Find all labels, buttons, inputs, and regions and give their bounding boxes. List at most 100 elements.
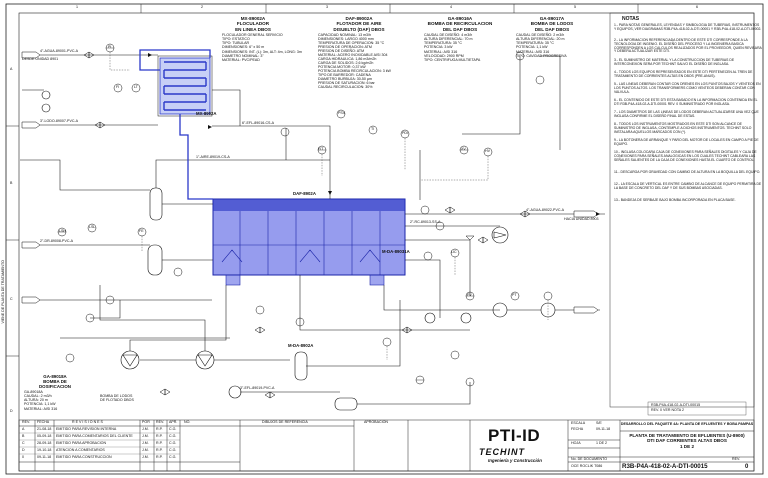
daf-spec: TEMPERATURA DE OPERACION: 35 °C (318, 41, 385, 46)
rev-col-rev: REV. (22, 420, 31, 424)
daf-spec: CARGA DE SOLIDOS: 2,6 kg/m2h (318, 61, 374, 66)
stamp-box (647, 401, 747, 416)
note-5: 5.- LAS LINEAS DEBERAN CONTAR CON DRENES… (614, 82, 761, 94)
rev-cell: EMITIDO PARA CONSTRUCCION (56, 455, 112, 459)
rev-col-date: FECHA (37, 420, 50, 424)
rev-col-by: POR (142, 420, 150, 424)
rev-cell: B (22, 434, 25, 438)
to-unit-label: HACIA UNIDAD 8903 (564, 217, 599, 221)
zone-1: 1 (76, 5, 78, 9)
sludge-pump-name-2: DE FLOTADO DBOS (100, 398, 134, 403)
rev-cell: R.P. (156, 441, 163, 445)
rev-cell: A (22, 427, 25, 431)
stamp-line-1: R3B-P4A-418-02-A-DTI-00015 (651, 403, 701, 407)
pump-feed-spec: TIPO: CAVIDAD PROGRESIVA (516, 53, 567, 58)
floc-spec: DIMENSIONES: 6" x 50 m (222, 45, 265, 50)
sludge-pump-title: GA-89018A (24, 390, 43, 394)
daf-spec: DIMENSIONES: LARGO 4000 mm (318, 37, 374, 42)
rev-cell: C (22, 441, 25, 445)
floc-spec: MATERIAL: PVC/PEAD (222, 57, 260, 62)
pump-feed-title: GA-89017A (539, 16, 565, 21)
rev-cell: J.M. (142, 427, 149, 431)
inst-tag-lsl: LSL (89, 225, 96, 229)
rev-cell: C.G. (169, 427, 177, 431)
daf-unit-8902a (212, 198, 406, 286)
pump-feed-name-1: BOMBA DE LODOS (530, 21, 574, 27)
daf-spec: PRESION DE OPERACION: ATM (318, 45, 372, 50)
note-11: 11.- DESCARGA POR GRAVEDAD CON CAMBIO DE… (614, 170, 761, 174)
daf-spec: MATERIAL: ACERO INOXIDABLE AISI 304 (318, 53, 388, 58)
pump-feed-name-2: DEL DAF DBOS (534, 26, 570, 32)
note-2: 2.- LA INFORMACION REFERENCIADA DENTRO D… (614, 38, 762, 54)
note-6: 6.- EL CONTENIDO DE ESTE DTI ESTA BASADO… (614, 98, 758, 106)
rev-cell: R.P. (156, 448, 163, 452)
pump-recirc-spec: TEMPERATURA: 35 °C (424, 41, 462, 46)
sludge-pump-spec: CAUDAL: 2 m3/h (24, 394, 52, 399)
client-ref: OCE ROCLIK T086 (571, 464, 603, 468)
sludge-pump-name: BOMBA DE LODOS DE FLOTADO DBOS (100, 394, 134, 402)
rev-cell: R.P. (156, 427, 163, 431)
floc-name-2: EN LINEA DBOS (235, 26, 271, 32)
line-label-inlet: 4"-AGUA-89001-PVC-A (40, 49, 79, 53)
floc-name-1: FLOCULADOR (236, 21, 270, 27)
pump-feed-spec: POTENCIA: 1,1 kW (516, 45, 548, 50)
pump-recirc-name-1: BOMBA DE RECIRCULACION (427, 21, 493, 27)
daf-spec: POTENCIA MOTOR: 0,37 kW (318, 65, 366, 70)
highlighted-feed-line (139, 49, 213, 200)
pump-feed-spec: CAUDAL DE DISEÑO: 2 m3/h (516, 33, 565, 37)
rev-cell: 28-09-18 (37, 441, 52, 445)
line-label-air: 1"-AIRE-89019-CS-A (196, 155, 230, 159)
pump-feed-specs: CAUDAL DE DISEÑO: 2 m3/h ALTURA DIFERENC… (516, 33, 567, 58)
rev-cell: J.M. (142, 434, 149, 438)
note-1: 1.- PARA NOTAS GENERALES, LEYENDAS Y SIM… (614, 23, 762, 31)
daf-spec: PRESION DE DISEÑO: ATM (318, 49, 365, 54)
inst-tag-lic: LIC (451, 250, 457, 254)
brand-logo-pti: PTI-ID (488, 426, 541, 445)
daf-spec: CAUDAL RECIRCULACION: 30% (318, 85, 373, 90)
rev-col-rev2: REV. (156, 420, 165, 424)
inst-tag-xv: XV (461, 147, 466, 151)
scale-label: ESCALA (571, 421, 586, 425)
rev-cell: 0 (22, 455, 24, 459)
note-4: 4.- TODOS LOS EQUIPOS REPRESENTADOS EN E… (614, 70, 753, 78)
pump-feed-spec: MATERIAL: AISI 316 (516, 49, 550, 54)
pump-feed-spec: TEMPERATURA: 35 °C (516, 41, 554, 46)
floc-spec: TIPO: ESTATICO (222, 37, 250, 42)
from-unit-label: DESDE UNIDAD 8901 (22, 57, 59, 61)
rev-cell: 09-11-18 (37, 455, 52, 459)
rev-cell: C.G. (169, 448, 177, 452)
pump-triangles (122, 231, 507, 367)
mixer2-tag: M-DA-89031A (382, 249, 410, 254)
rev-cell: D (22, 448, 25, 452)
date-label: FECHA (571, 427, 584, 431)
bottom-left-title: GA-89018A (43, 374, 67, 379)
rev-cell: J.M. (142, 441, 149, 445)
floc-spec: TIPO: TUBULAR (222, 41, 250, 46)
vertical-line-label: VIENE DE PLANTA DE TRATAMIENTO (0, 260, 5, 324)
rev-cell: J.M. (142, 455, 149, 459)
outer-border (5, 3, 764, 475)
doc-label: No. DE DOCUMENTO (571, 457, 608, 461)
floc-header: MX-89002A FLOCULADOR EN LINEA DBOS (218, 16, 288, 32)
pump-recirc-spec: MATERIAL: AISI 316 (424, 49, 458, 54)
line-label-recirc: 2"-RC-89013-SS-A (410, 220, 441, 224)
zone-5: 5 (574, 5, 576, 9)
sludge-pump-spec: ALTURA: 20 m (24, 398, 48, 403)
sludge-pump-spec: POTENCIA: 1,1 kW (24, 402, 56, 407)
daf-spec: TIPO DE BARREDOR: CADENA (318, 73, 371, 78)
daf-tank (212, 198, 406, 276)
pump-recirc-spec: POTENCIA: 3 kW (424, 45, 453, 50)
floc-spec: FLOCULADOR GENERAL SERVICIO (222, 33, 283, 37)
daf-tag: DAF-8902A (293, 191, 316, 196)
inst-tag-pt: PT (512, 293, 517, 297)
pump-recirc-spec: ALTURA DIFERENCIAL: 70 m (424, 37, 473, 42)
inst-tag-lt: LT (134, 85, 138, 89)
rev-col-apr: APR. (169, 420, 178, 424)
daf-name-1: FLOTADOR DE AIRE (336, 21, 382, 27)
line-label-to-daf: 6"-EFL-89016-CS-A (242, 121, 275, 125)
daf-spec: POTENCIA BOMBA RECIRCULACION: 3 kW (318, 69, 391, 74)
line-label-drain: 2"-DR-89008-PVC-A (40, 239, 74, 243)
rev-value: 0 (745, 464, 749, 470)
floc-tag: MX-8902A (196, 111, 217, 116)
rev-cell: 19-10-18 (37, 448, 52, 452)
